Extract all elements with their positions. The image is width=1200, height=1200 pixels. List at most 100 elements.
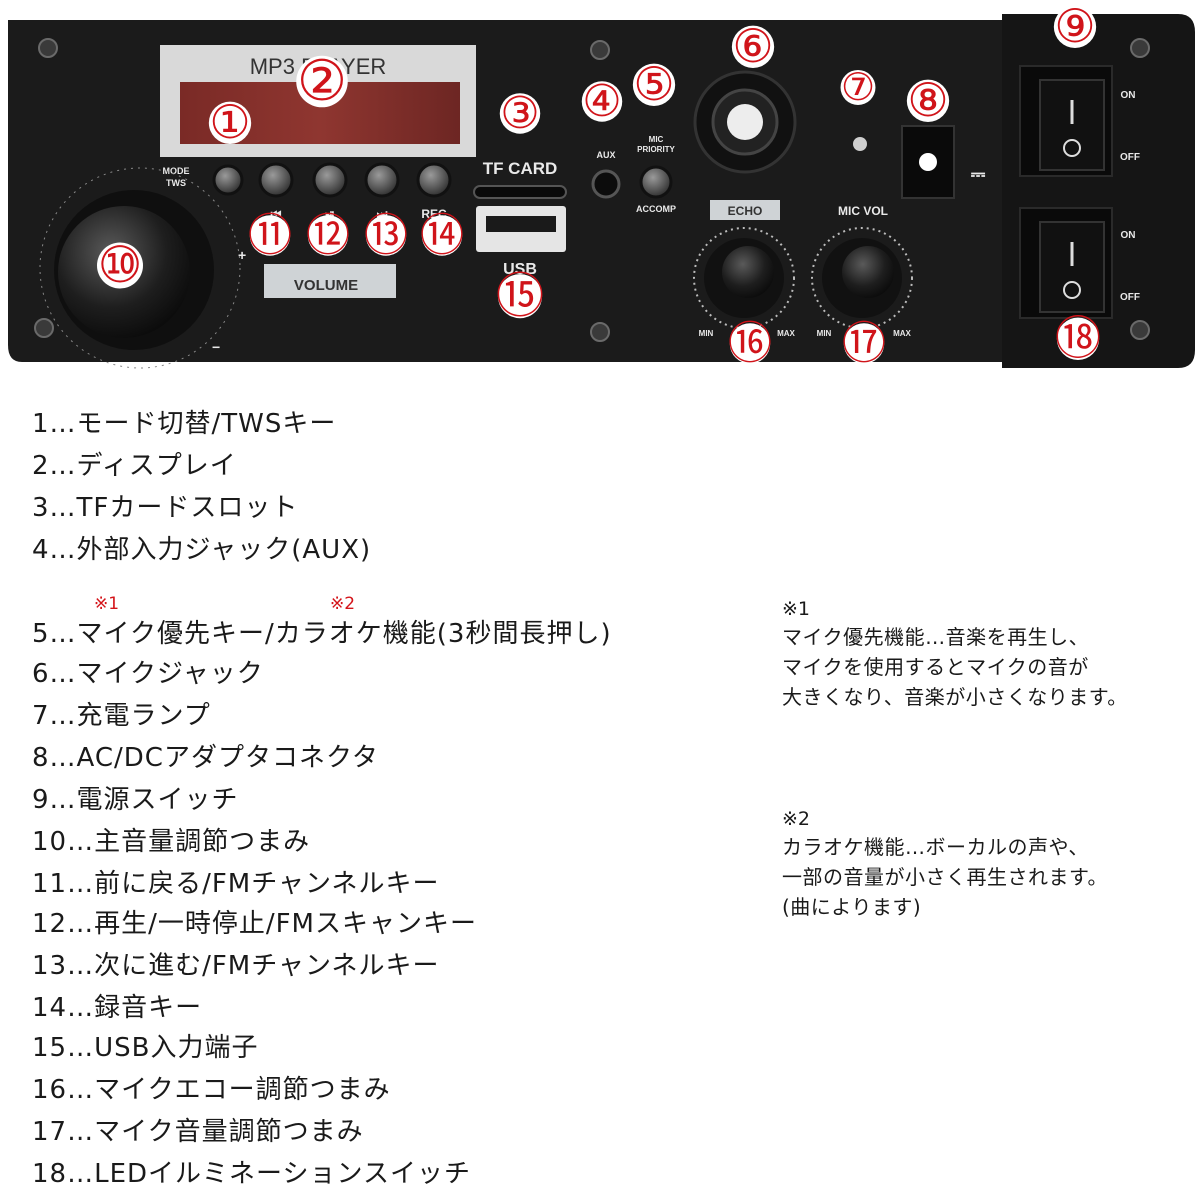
- power-on-label: ON: [1121, 90, 1136, 101]
- accomp-label: ACCOMP: [636, 204, 676, 214]
- note-2-mark: ※2: [782, 808, 811, 830]
- legend-item: 10…主音量調節つまみ: [32, 827, 311, 857]
- power-switch[interactable]: [1019, 65, 1113, 177]
- control-panel: MP3 PLAYER MODE TWS ⏮ ⏯ ⏭ REC VOLUME + −…: [0, 0, 1200, 380]
- echo-max-label: MAX: [777, 329, 795, 338]
- screw-icon: [1130, 38, 1150, 58]
- volume-plate: [264, 264, 396, 298]
- note-2-line: 一部の音量が小さく再生されます。: [782, 865, 1108, 889]
- callout-badge: [208, 101, 252, 144]
- mic-priority-button[interactable]: [639, 165, 673, 199]
- callout-number: ⑤: [633, 58, 674, 110]
- led-off-icon: [1063, 281, 1081, 299]
- echo-knob-cap: [722, 246, 774, 298]
- footnote-mark-1: ※1: [94, 594, 120, 614]
- callout-number: ⑱: [1055, 312, 1101, 364]
- callout-badge: [906, 79, 950, 122]
- legend-item: 5…マイク優先キー/カラオケ機能(3秒間長押し): [32, 619, 612, 649]
- callout-badge: [729, 323, 771, 364]
- legend-item: 15…USB入力端子: [32, 1033, 259, 1063]
- callout-badge: [296, 55, 348, 108]
- control-panel-diagram: MP3 PLAYER MODE TWS ⏮ ⏯ ⏭ REC VOLUME + −…: [8, 0, 1195, 369]
- usb-label: USB: [503, 261, 537, 278]
- callout-number: ⑩: [98, 237, 143, 293]
- echo-plate: [710, 200, 780, 220]
- play-pause-button[interactable]: [312, 162, 348, 198]
- aux-jack[interactable]: [591, 169, 621, 199]
- button-row: [212, 162, 452, 198]
- legend-item: 3…TFカードスロット: [32, 493, 299, 523]
- note-1-mark: ※1: [782, 598, 811, 620]
- dc-polarity-icon: ⎓: [971, 164, 986, 184]
- callout-badge: [1053, 5, 1097, 48]
- dc-adapter-connector[interactable]: [901, 125, 955, 199]
- screw-icon: [590, 322, 610, 342]
- usb-port-inner: [486, 216, 556, 232]
- legend-item: 17…マイク音量調節つまみ: [32, 1117, 364, 1147]
- tf-card-label: TF CARD: [483, 159, 558, 178]
- callout-number: ⑦: [841, 67, 875, 109]
- callout-badge: [843, 323, 885, 364]
- callout-number: ⑫: [306, 211, 350, 260]
- callout-badge: [421, 215, 463, 256]
- mic-vol-max-label: MAX: [893, 329, 911, 338]
- mic-volume-knob[interactable]: [811, 227, 913, 329]
- volume-plus-label: +: [238, 247, 246, 263]
- rec-button[interactable]: [416, 162, 452, 198]
- footnote-mark-2: ※2: [330, 594, 356, 614]
- callout-badge: [365, 215, 407, 256]
- callout-badge: [97, 242, 143, 289]
- charge-lamp: [853, 137, 867, 151]
- led-switch[interactable]: [1019, 207, 1113, 319]
- screw-icon: [34, 318, 54, 338]
- note-1-line: 大きくなり、音楽が小さくなります。: [782, 685, 1128, 709]
- note-2-line: (曲によります): [782, 895, 922, 919]
- legend-item: 6…マイクジャック: [32, 659, 264, 689]
- callout-number: ⑧: [907, 74, 948, 126]
- callout-badge: [731, 25, 775, 68]
- callout-number: ①: [209, 96, 250, 148]
- legend-item: 18…LEDイルミネーションスイッチ: [32, 1159, 471, 1189]
- priority-label: PRIORITY: [637, 145, 675, 154]
- screw-icon: [1130, 320, 1150, 340]
- note-1-line: マイク優先機能…音楽を再生し、: [782, 625, 1090, 649]
- legend-item: 2…ディスプレイ: [32, 451, 237, 481]
- callout-number: ⑯: [728, 319, 772, 368]
- tws-label: TWS: [166, 178, 186, 188]
- callout-number: ④: [582, 77, 621, 126]
- volume-minus-label: −: [212, 339, 220, 355]
- echo-knob[interactable]: [693, 227, 795, 329]
- callout-badge: [581, 81, 623, 122]
- legend-item: 13…次に進む/FMチャンネルキー: [32, 951, 440, 981]
- legend-item: 16…マイクエコー調節つまみ: [32, 1075, 391, 1105]
- note-1-line: マイクを使用するとマイクの音が: [782, 655, 1089, 679]
- play-pause-icon: ⏯: [325, 207, 335, 221]
- legend-item: 12…再生/一時停止/FMスキャンキー: [32, 909, 477, 939]
- tf-card-slot[interactable]: [473, 185, 567, 199]
- screw-icon: [590, 40, 610, 60]
- power-off-label: OFF: [1120, 152, 1140, 163]
- legend-item: 7…充電ランプ: [32, 701, 211, 731]
- callout-number: ⑰: [842, 319, 886, 368]
- aux-label: AUX: [596, 150, 615, 160]
- mic-label: MIC: [649, 135, 664, 144]
- legend-item: 9…電源スイッチ: [32, 785, 239, 815]
- next-button[interactable]: [364, 162, 400, 198]
- screws: [34, 38, 1150, 342]
- power-off-icon: [1063, 139, 1081, 157]
- dc-jack-hole: [919, 153, 937, 171]
- led-on-label: ON: [1121, 230, 1136, 241]
- mic-jack[interactable]: [693, 70, 797, 174]
- echo-min-label: MIN: [699, 329, 714, 338]
- note-2-line: カラオケ機能…ボーカルの声や、: [782, 835, 1089, 859]
- callout-number: ⑥: [732, 20, 773, 72]
- prev-button[interactable]: [258, 162, 294, 198]
- mode-tws-button[interactable]: [212, 164, 244, 196]
- legend-item: 4…外部入力ジャック(AUX): [32, 535, 372, 565]
- callout-number: ⑮: [496, 270, 544, 323]
- mode-label: MODE: [163, 166, 190, 176]
- next-icon: ⏭: [377, 207, 388, 221]
- callout-badge: [1056, 317, 1100, 360]
- legend-item: 14…録音キー: [32, 993, 203, 1023]
